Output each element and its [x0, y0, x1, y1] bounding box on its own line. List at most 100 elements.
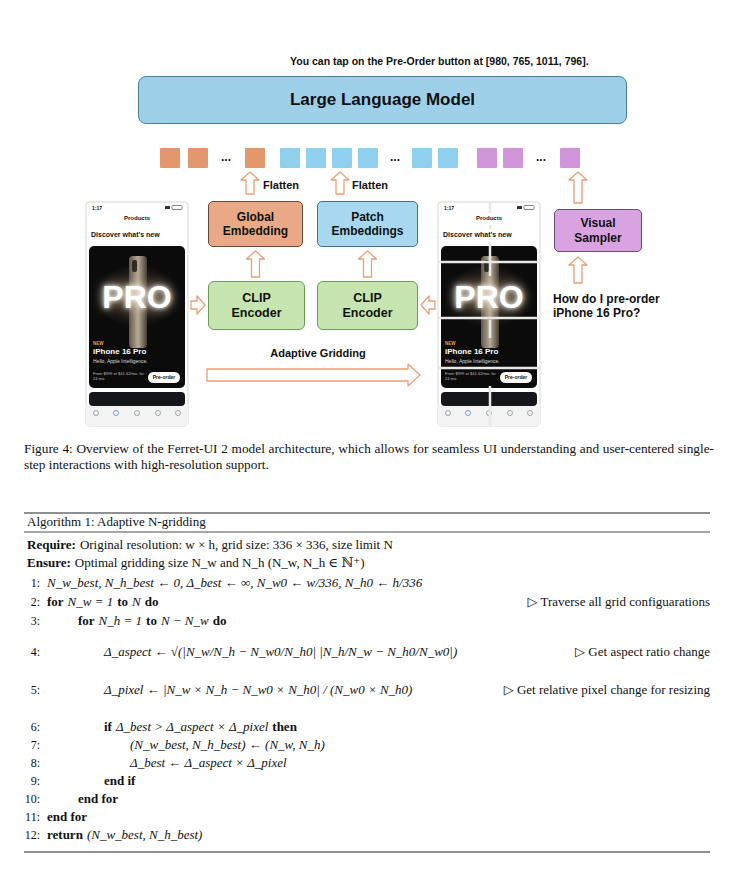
algorithm-keyword: end for [47, 809, 87, 825]
sampler-box: Visual Sampler [554, 209, 642, 252]
phone-screenshot [135, 411, 140, 416]
token-row [160, 148, 180, 168]
algorithm-keyword: Require: [27, 537, 76, 553]
algorithm-keyword: end if [104, 773, 135, 789]
grid-line [438, 367, 540, 370]
algorithm-text: Optimal gridding size N_w and N_h (N_w, … [75, 555, 365, 571]
token-row [503, 148, 523, 168]
section-heading: Discover what's new [91, 231, 160, 239]
phone-screenshot [172, 206, 182, 210]
algorithm-keyword: then [272, 719, 297, 735]
hollow-arrow [569, 257, 587, 283]
hollow-arrow [421, 296, 435, 314]
grid-line [438, 202, 540, 426]
phone-screenshot [94, 411, 181, 416]
token-row [412, 148, 432, 168]
algorithm-line: forN_w = 1toNdo [47, 594, 158, 610]
phone-screenshot [86, 202, 188, 426]
algorithm-line: forN_h = 1toN − N_wdo [78, 613, 226, 629]
algorithm-line: (N_w_best, N_h_best) ← (N_w, N_h) [130, 737, 325, 753]
flatten-label: Flatten [352, 179, 388, 192]
line-number: 5: [14, 682, 40, 698]
algorithm-line: Δ_best ← Δ_aspect × Δ_pixel [130, 755, 287, 771]
embedding-box: Global Embedding [208, 201, 303, 247]
algorithm-keyword: do [213, 613, 227, 629]
screen-title: Products [438, 215, 540, 222]
user-query: How do I pre-order iPhone 16 Pro? [553, 292, 671, 321]
hollow-arrow [241, 172, 259, 194]
button-text: Pre-order [500, 372, 532, 383]
algorithm-math: Δ_aspect ← √(|N_w/N_h − N_w0/N_h0| |N_h/… [104, 644, 457, 660]
badge-text: NEW [445, 341, 456, 346]
algorithm-keyword: return [47, 827, 83, 843]
token-row [358, 148, 378, 168]
phone-screenshot [176, 411, 181, 416]
node-label: CLIP Encoder [336, 291, 399, 321]
algorithm-line: Algorithm 1: Adaptive N-gridding [27, 514, 206, 530]
algorithm-math: Δ_best > Δ_aspect × Δ_pixel [116, 719, 268, 735]
line-number: 6: [14, 719, 40, 735]
grid-line [438, 317, 540, 320]
figure-caption: Figure 4: Overview of the Ferret-UI 2 mo… [24, 441, 714, 473]
hollow-arrow [247, 251, 265, 277]
hollow-arrow [359, 251, 377, 277]
algorithm-keyword: Ensure: [27, 555, 71, 571]
algorithm-keyword: if [104, 719, 112, 735]
algorithm-math: N [132, 594, 141, 610]
algorithm-comment: ▷ Get aspect ratio change [575, 644, 710, 660]
token-row [306, 148, 326, 168]
phone-screenshot [89, 392, 185, 406]
node-label: Patch Embeddings [324, 210, 411, 239]
algorithm-text: Original resolution: w × h, grid size: 3… [80, 537, 393, 553]
token-row [160, 148, 580, 168]
phone-screenshot [86, 406, 188, 426]
algorithm-math: Δ_best ← Δ_aspect × Δ_pixel [130, 755, 287, 771]
algorithm-keyword: to [117, 594, 128, 610]
screen-title: Products [86, 215, 188, 222]
algorithm-line: Δ_pixel ← |N_w × N_h − N_w0 × N_h0| / (N… [104, 682, 412, 698]
gridding-label: Adaptive Gridding [258, 347, 378, 360]
grid-line [489, 202, 492, 213]
tagline: Hello, Apple Intelligence. [445, 358, 500, 364]
gridded-screenshot [508, 411, 513, 416]
model-box: Large Language Model [138, 76, 627, 124]
token-row [245, 148, 265, 168]
algorithm-keyword: do [145, 594, 159, 610]
line-number: 1: [14, 575, 40, 591]
algorithm-rule [24, 851, 710, 852]
algorithm-comment: ▷ Get relative pixel change for resizing [504, 682, 710, 698]
phone-screenshot [114, 411, 119, 416]
token-ellipsis: ... [380, 148, 410, 166]
algorithm-keyword: to [146, 613, 157, 629]
algorithm-text: Algorithm 1: Adaptive N-gridding [27, 514, 206, 530]
line-number: 4: [14, 644, 40, 660]
algorithm-math: (N_w_best, N_h_best) ← (N_w, N_h) [130, 737, 325, 753]
grid-line [489, 386, 492, 426]
tagline: Hello, Apple Intelligence. [93, 358, 148, 364]
hollow-arrow [569, 172, 587, 203]
embedding-box: Patch Embeddings [317, 201, 418, 247]
token-row [280, 148, 300, 168]
algorithm-rule [24, 532, 710, 533]
line-number: 9: [14, 773, 40, 789]
grid-line [489, 242, 492, 276]
algorithm-line: end for [47, 809, 87, 825]
line-number: 8: [14, 755, 40, 771]
price-text: From $999 or $41.62/mo. for 24 mo. [445, 372, 497, 382]
price-text: From $999 or $41.62/mo. for 24 mo. [93, 372, 145, 382]
encoder-box: CLIP Encoder [317, 281, 418, 330]
phone-screenshot [132, 260, 137, 272]
token-ellipsis: ... [211, 148, 241, 166]
algorithm-keyword: for [47, 594, 64, 610]
hollow-arrow [207, 364, 420, 386]
response-text: You can tap on the Pre-Order button at [… [290, 55, 589, 68]
algorithm-line: Require:Original resolution: w × h, grid… [27, 537, 393, 553]
algorithm-line: N_w_best, N_h_best ← 0, Δ_best ← ∞, N_w0… [47, 575, 422, 591]
algorithm-math: N − N_w [161, 613, 209, 629]
node-label: CLIP Encoder [225, 291, 288, 321]
algorithm-rule [24, 512, 710, 513]
flatten-label: Flatten [263, 179, 299, 192]
product-name: iPhone 16 Pro [445, 347, 498, 357]
phone-screenshot [86, 202, 188, 426]
